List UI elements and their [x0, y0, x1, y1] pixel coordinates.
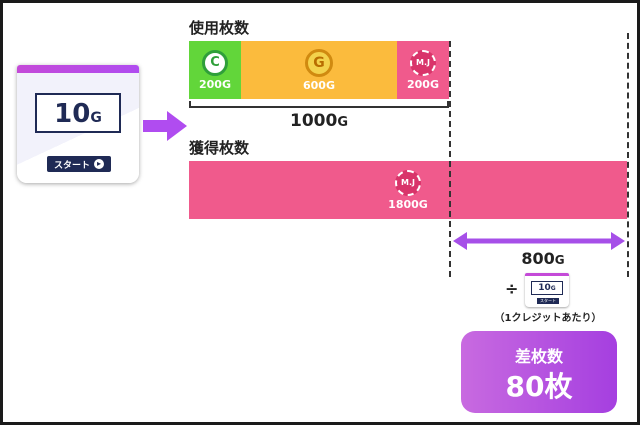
guide-line-left — [449, 41, 451, 277]
used-total-unit: G — [337, 115, 348, 130]
segment-value: 200G — [199, 77, 231, 91]
segment-credit: C 200G — [189, 41, 241, 99]
mini-card-stripe — [525, 273, 569, 276]
credit-coin-icon: C — [202, 49, 228, 76]
mini-credit-unit: G — [550, 284, 556, 292]
used-total-value: 1000 — [290, 111, 338, 131]
double-arrow-icon — [453, 232, 625, 250]
mini-credit-value: 10 — [538, 283, 551, 293]
used-bar: C 200G G 600G M.J 200G — [189, 41, 449, 99]
credit-value: 10 — [54, 99, 91, 129]
circle-arrow-right-icon: ▸ — [94, 159, 104, 169]
won-label: 獲得枚数 — [189, 139, 250, 157]
won-bar: M.J 1800G — [189, 161, 627, 219]
machine-card: 10 G スタート ▸ — [17, 65, 139, 183]
segment-gold: G 600G — [241, 41, 397, 99]
result-label: 差枚数 — [514, 347, 563, 366]
segment-value: 200G — [407, 77, 439, 91]
mj-coin-icon: M.J — [395, 169, 421, 196]
used-label: 使用枚数 — [189, 19, 250, 37]
mini-start-button: スタート — [537, 298, 559, 304]
gold-coin-icon: G — [305, 48, 333, 77]
mj-coin-icon: M.J — [410, 49, 436, 76]
difference-unit: G — [554, 253, 565, 267]
credit-unit: G — [90, 110, 102, 126]
credit-display: 10 G — [35, 93, 121, 133]
per-credit-note: （1クレジットあたり） — [494, 313, 602, 324]
arrow-right-icon — [143, 111, 187, 141]
card-header-stripe — [17, 65, 139, 73]
guide-line-right — [627, 33, 629, 277]
difference-number: 800 — [521, 249, 555, 268]
segment-value: 600G — [303, 78, 335, 92]
difference-value: 800G — [493, 249, 593, 268]
segment-mj: M.J 200G — [397, 41, 449, 99]
start-button: スタート ▸ — [47, 156, 111, 172]
result-value: 80枚 — [505, 370, 573, 403]
result-box: 差枚数 80枚 — [461, 331, 617, 413]
divide-symbol: ÷ — [505, 279, 519, 298]
won-value: 1800G — [388, 197, 428, 211]
used-total: 1000G — [189, 111, 449, 131]
start-label: スタート — [53, 160, 90, 171]
used-total-bracket — [189, 101, 449, 108]
